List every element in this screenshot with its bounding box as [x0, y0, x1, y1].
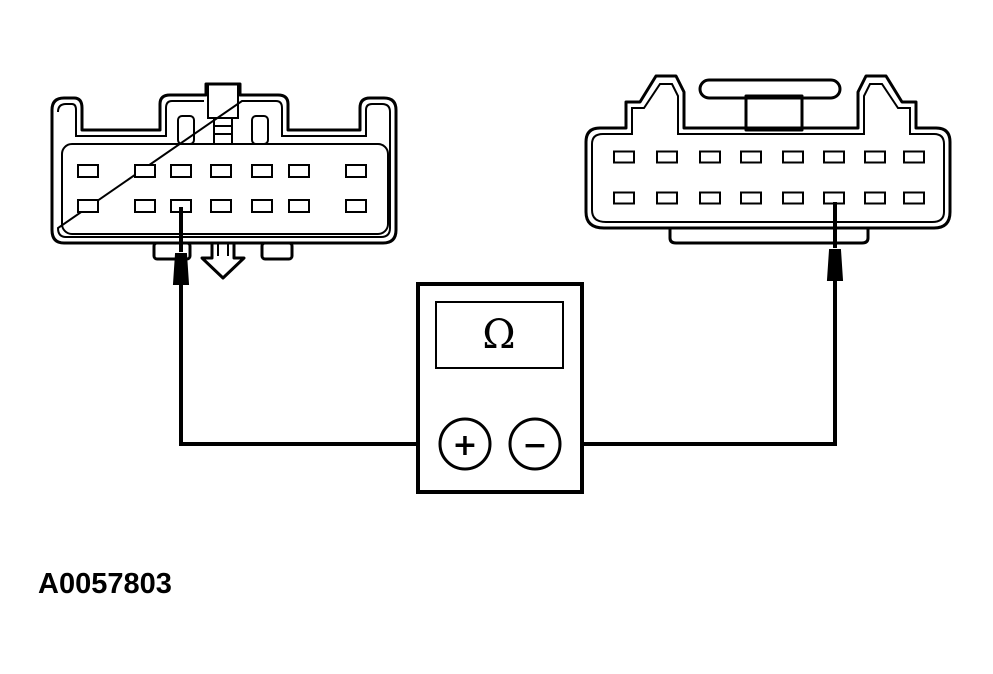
connector-pin — [345, 199, 367, 213]
right-connector-latch-bar — [698, 78, 842, 100]
connector-pin — [210, 199, 232, 213]
right-probe-icon — [826, 249, 844, 281]
positive-jack — [438, 417, 492, 471]
left-connector-lock-latch — [213, 117, 233, 145]
connector-pin — [903, 191, 925, 205]
connector-pin — [656, 191, 678, 205]
left-probe-icon — [172, 253, 190, 285]
right-connector-skirt — [668, 226, 870, 245]
connector-pin — [134, 199, 156, 213]
right-connector — [584, 74, 952, 245]
negative-jack — [508, 417, 562, 471]
left-connector-foot — [260, 241, 294, 261]
connector-pin — [656, 150, 678, 164]
connector-pin — [699, 150, 721, 164]
connector-pin — [134, 164, 156, 178]
left-connector-foot — [152, 241, 192, 261]
ohm-symbol: Ω — [482, 312, 515, 358]
right-connector-inner-outline — [591, 83, 945, 223]
connector-pin — [613, 150, 635, 164]
connector-pin — [77, 199, 99, 213]
connector-pin — [613, 191, 635, 205]
test-leads — [172, 202, 844, 446]
connector-pin — [864, 150, 886, 164]
connector-pin — [740, 191, 762, 205]
right-connector-pins — [613, 150, 925, 205]
left-connector-shell — [50, 82, 398, 245]
probed-pin — [823, 191, 845, 205]
left-connector-face — [61, 143, 389, 235]
connector-pin — [288, 164, 310, 178]
connector-pin — [210, 164, 232, 178]
left-connector-slot — [177, 115, 195, 145]
connector-pin — [823, 150, 845, 164]
connector-pin — [345, 164, 367, 178]
down-arrow-icon — [200, 241, 246, 280]
plus-sign: + — [452, 428, 477, 463]
connector-pin — [251, 199, 273, 213]
connector-pin — [864, 191, 886, 205]
minus-sign: − — [522, 428, 547, 463]
left-connector-slot — [251, 115, 269, 145]
right-connector-shell — [584, 74, 952, 230]
connector-pin — [782, 191, 804, 205]
left-connector-pins — [77, 164, 367, 213]
connector-pin — [251, 164, 273, 178]
positive-lead-wire — [179, 284, 440, 446]
ohmmeter-display — [435, 301, 564, 369]
connector-pin — [903, 150, 925, 164]
connector-pin — [782, 150, 804, 164]
negative-lead-wire — [558, 280, 837, 446]
connector-pin — [699, 191, 721, 205]
left-connector-inner-outline — [56, 100, 391, 238]
connector-pin — [170, 164, 192, 178]
left-connector — [50, 82, 398, 280]
figure-id: A0057803 — [38, 568, 172, 600]
connector-pin — [288, 199, 310, 213]
connector-pin — [740, 150, 762, 164]
ohmmeter: Ω + − — [416, 282, 584, 494]
connector-pin — [77, 164, 99, 178]
right-connector-lock-tab — [744, 94, 804, 132]
